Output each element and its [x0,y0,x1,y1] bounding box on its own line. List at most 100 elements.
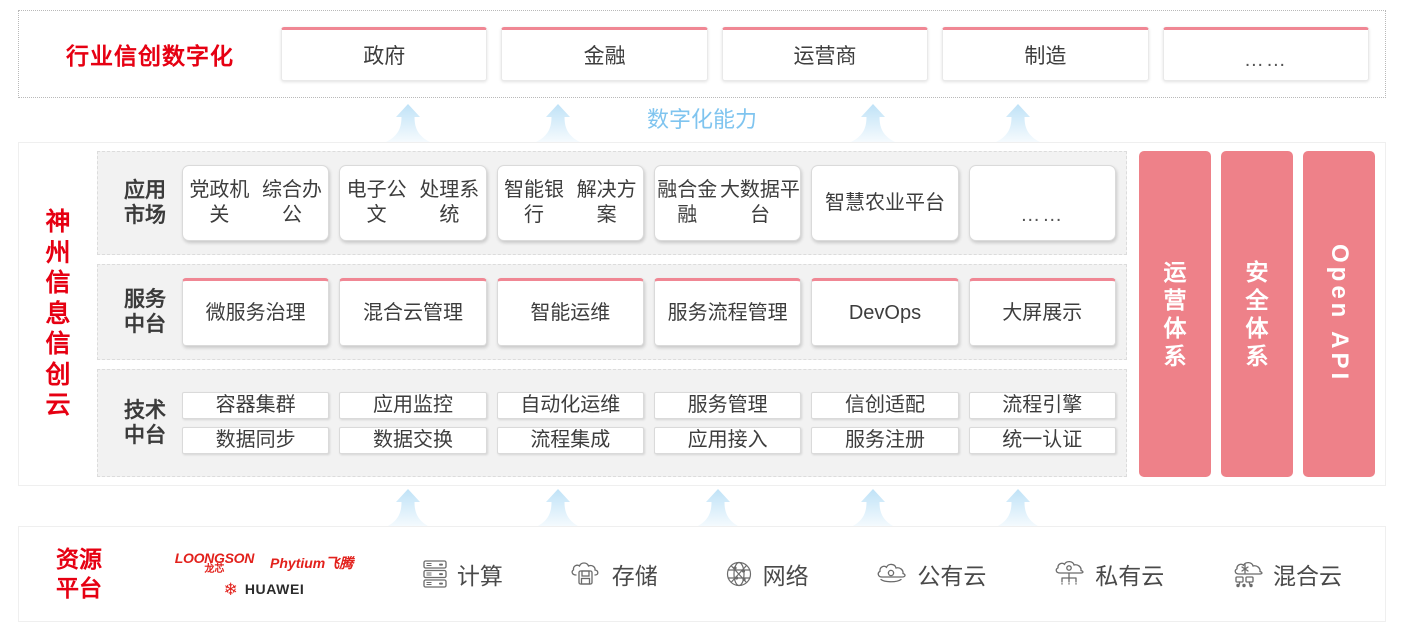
resource-item-私有云[interactable]: 私有云 [1052,557,1164,591]
tier-card-list-apps: 党政机关综合办公电子公文处理系统智能银行解决方案融合金融大数据平台智慧农业平台…… [182,165,1116,241]
industry-box-1[interactable]: 金融 [501,27,708,81]
up-arrow-icon-bottom-2 [696,489,740,527]
loongson-logo-en: LOONGSON [174,549,255,566]
tier-card-apps-3[interactable]: 融合金融大数据平台 [653,165,802,241]
resource-item-混合云[interactable]: 混合云 [1230,557,1342,591]
cloud-title-char-4: 信 [45,330,71,359]
tech-card-row-1: 数据同步数据交换流程集成应用接入服务注册统一认证 [182,427,1116,454]
cloud-title-char-6: 云 [45,391,71,420]
server-icon [422,559,448,589]
resource-item-label: 存储 [611,563,658,589]
capability-arrow-strip: 数字化能力 [18,102,1386,142]
up-arrow-icon-bottom-0 [386,489,430,527]
industry-box-0[interactable]: 政府 [281,27,488,81]
tech-card-1-1[interactable]: 数据交换 [339,427,487,454]
tier-card-service-1[interactable]: 混合云管理 [339,278,487,346]
side-bar-char-1: 营 [1163,286,1187,313]
tier-card-service-3[interactable]: 服务流程管理 [653,278,802,346]
side-bar-open-api[interactable]: Open API [1303,151,1375,477]
tier-card-service-2[interactable]: 智能运维 [496,278,644,346]
up-arrow-icon-top-1 [536,104,580,142]
resource-item-计算[interactable]: 计算 [422,557,503,591]
tech-card-1-4[interactable]: 服务注册 [811,427,959,454]
private-cloud-icon [1052,559,1086,589]
tech-card-0-1[interactable]: 应用监控 [339,392,487,419]
resource-platform-panel: 资源平台 LOONGSON 龙芯 Phytium飞腾 ❄ HUAWEI 计算 存储… [18,526,1386,622]
tech-card-1-5[interactable]: 统一认证 [968,427,1116,454]
loongson-logo-cn: 龙芯 [204,563,225,575]
tier-card-apps-1[interactable]: 电子公文处理系统 [339,165,487,241]
resource-platform-title: 资源平台 [19,545,139,602]
huawei-logo: ❄ HUAWEI [224,581,305,598]
tier-card-apps-0[interactable]: 党政机关综合办公 [182,165,330,241]
tier-card-service-5[interactable]: 大屏展示 [968,278,1116,346]
tier-label-service: 服务中台 [124,287,166,336]
tech-card-0-2[interactable]: 自动化运维 [496,392,644,419]
industry-box-2[interactable]: 运营商 [721,27,929,81]
side-bar-label: 运营体系 [1164,258,1187,370]
industry-box-4[interactable]: …… [1162,27,1370,81]
cloud-platform-body: 应用市场党政机关综合办公电子公文处理系统智能银行解决方案融合金融大数据平台智慧农… [97,143,1385,485]
cloud-title-char-0: 神 [45,208,71,237]
up-arrow-icon-top-3 [996,104,1040,142]
storage-cloud-icon [569,560,603,588]
side-bar-char-2: 体 [1245,315,1269,341]
tier-card-apps-4[interactable]: 智慧农业平台 [811,165,959,241]
resource-arrow-strip [18,487,1386,527]
resource-item-存储[interactable]: 存储 [569,557,658,591]
tier-label-apps: 应用市场 [124,178,166,227]
resource-item-label: 公有云 [917,563,987,589]
tech-card-0-4[interactable]: 信创适配 [811,392,959,419]
tech-card-1-2[interactable]: 流程集成 [496,427,644,454]
industry-band: 行业信创数字化 政府金融运营商制造…… [18,10,1386,98]
resource-item-label: 混合云 [1273,563,1343,589]
cloud-title-char-1: 州 [45,238,71,267]
vendor-logo-group: LOONGSON 龙芯 Phytium飞腾 ❄ HUAWEI [139,551,389,598]
cloud-platform-title: 神州信息信创云 [19,143,97,485]
hybrid-cloud-icon [1230,560,1264,588]
industry-box-list: 政府金融运营商制造…… [281,27,1385,81]
resource-item-网络[interactable]: 网络 [724,557,809,591]
tech-card-1-0[interactable]: 数据同步 [182,427,330,454]
tier-card-apps-2[interactable]: 智能银行解决方案 [496,165,644,241]
side-bar-label: 安全体系 [1246,258,1269,370]
tech-card-0-3[interactable]: 服务管理 [653,392,802,419]
up-arrow-icon-bottom-4 [996,489,1040,527]
side-bar-label: Open API [1326,244,1353,384]
side-bar-char-0: 安 [1245,258,1269,285]
cloud-title-char-3: 息 [45,299,71,328]
tech-card-0-5[interactable]: 流程引擎 [968,392,1116,419]
network-globe-icon [724,559,754,589]
side-bar-char-2: 体 [1163,315,1187,341]
vendor-logo-row-1: LOONGSON 龙芯 Phytium飞腾 [175,551,354,575]
tech-card-row-0: 容器集群应用监控自动化运维服务管理信创适配流程引擎 [182,392,1116,419]
tier-card-service-0[interactable]: 微服务治理 [182,278,330,346]
resource-title-line-1: 平台 [56,575,102,601]
resource-item-公有云[interactable]: 公有云 [874,557,986,591]
up-arrow-icon-top-0 [386,104,430,142]
up-arrow-icon-bottom-1 [536,489,580,527]
side-bar-运营体系[interactable]: 运营体系 [1139,151,1211,477]
resource-item-list: 计算 存储 网络 公有云 私有云 混合云 [389,557,1385,591]
side-bar-char-3: 系 [1245,343,1269,370]
resource-item-label: 网络 [762,563,809,589]
vendor-logo-row-2: ❄ HUAWEI [224,581,305,598]
side-bar-安全体系[interactable]: 安全体系 [1221,151,1293,477]
tier-card-service-4[interactable]: DevOps [811,278,959,346]
cloud-title-char-2: 信 [45,269,71,298]
resource-title-line-0: 资源 [56,546,102,573]
tech-card-0-0[interactable]: 容器集群 [182,392,330,419]
tier-card-apps-5[interactable]: …… [968,165,1116,241]
up-arrow-icon-top-2 [851,104,895,142]
tech-card-1-3[interactable]: 应用接入 [653,427,802,454]
side-bar-char-0: 运 [1163,258,1187,285]
public-cloud-icon [874,561,908,587]
tier-tech: 技术中台容器集群应用监控自动化运维服务管理信创适配流程引擎数据同步数据交换流程集… [97,369,1127,477]
cloud-platform-panel: 神州信息信创云 应用市场党政机关综合办公电子公文处理系统智能银行解决方案融合金融… [18,142,1386,486]
industry-box-3[interactable]: 制造 [942,27,1149,81]
tier-apps: 应用市场党政机关综合办公电子公文处理系统智能银行解决方案融合金融大数据平台智慧农… [97,151,1127,255]
loongson-logo: LOONGSON 龙芯 [174,549,255,575]
huawei-logo-text: HUAWEI [244,581,305,597]
